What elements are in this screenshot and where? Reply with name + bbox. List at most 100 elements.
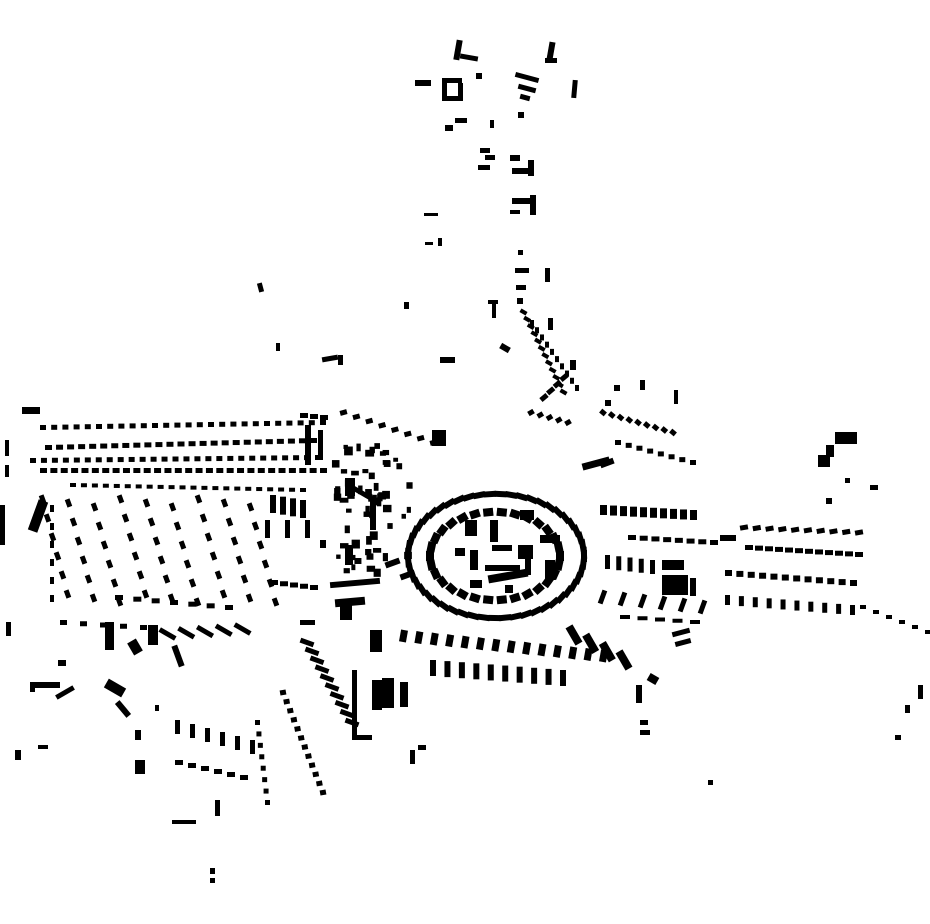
building <box>455 118 467 123</box>
building <box>188 441 196 447</box>
building <box>526 323 535 331</box>
building <box>351 564 356 571</box>
building <box>430 660 436 676</box>
building <box>366 553 374 560</box>
building <box>225 517 234 527</box>
building <box>62 457 69 463</box>
building <box>541 352 550 360</box>
building <box>95 457 102 463</box>
building <box>190 485 197 490</box>
building <box>305 753 312 760</box>
building <box>482 595 494 605</box>
building <box>535 327 539 334</box>
building <box>548 366 557 374</box>
building <box>131 551 140 561</box>
building <box>399 569 416 581</box>
building <box>133 468 141 473</box>
building <box>171 644 185 668</box>
building <box>829 528 838 535</box>
building <box>456 588 469 601</box>
building <box>460 635 470 649</box>
building <box>614 385 620 391</box>
building <box>188 763 196 768</box>
building <box>339 409 348 416</box>
building <box>442 96 462 101</box>
building <box>366 565 376 572</box>
building <box>745 545 753 550</box>
building <box>334 487 341 497</box>
building <box>147 517 156 527</box>
building <box>251 521 260 531</box>
building <box>640 380 645 390</box>
building <box>815 549 823 555</box>
building <box>362 469 369 474</box>
building <box>168 502 177 512</box>
building <box>545 413 554 422</box>
building <box>698 539 707 545</box>
building <box>256 540 265 550</box>
building <box>310 438 317 443</box>
building <box>671 627 691 638</box>
building <box>344 446 353 456</box>
building <box>765 525 774 532</box>
building <box>279 689 287 696</box>
building <box>276 343 280 351</box>
building <box>379 451 386 456</box>
building <box>845 478 850 483</box>
building <box>40 468 47 473</box>
building <box>264 421 270 426</box>
building <box>155 705 159 711</box>
building <box>226 468 234 473</box>
building <box>64 498 73 508</box>
building <box>835 550 843 556</box>
building <box>510 210 520 214</box>
building <box>519 308 528 316</box>
building <box>84 457 91 463</box>
building <box>396 463 403 470</box>
building <box>368 472 375 480</box>
building <box>112 468 120 473</box>
building <box>116 494 125 504</box>
building <box>241 421 248 427</box>
building <box>690 460 696 465</box>
building <box>164 468 172 473</box>
building <box>473 663 480 680</box>
building <box>725 570 732 576</box>
building <box>91 483 98 488</box>
building <box>382 678 394 708</box>
building <box>835 432 857 444</box>
building <box>406 506 411 513</box>
building <box>40 457 47 463</box>
building <box>235 555 244 565</box>
building <box>289 487 296 492</box>
building <box>208 422 214 427</box>
building <box>344 717 360 728</box>
building <box>339 497 349 503</box>
building <box>540 334 544 341</box>
building <box>129 423 136 429</box>
building <box>636 685 642 703</box>
building <box>512 168 532 174</box>
building <box>640 507 647 518</box>
building <box>73 457 80 463</box>
building <box>344 479 350 487</box>
building <box>393 457 399 462</box>
building <box>309 468 317 473</box>
building <box>850 580 857 586</box>
building <box>556 551 564 561</box>
building <box>319 789 327 796</box>
building <box>640 720 648 725</box>
building <box>290 582 298 588</box>
building <box>822 602 828 613</box>
building <box>278 468 286 473</box>
building <box>552 373 561 381</box>
building <box>15 750 21 760</box>
building <box>154 468 162 473</box>
building <box>245 593 254 603</box>
building <box>214 623 233 637</box>
building <box>234 486 241 491</box>
building <box>548 318 553 330</box>
building <box>314 664 330 674</box>
building <box>410 750 415 764</box>
building <box>128 456 135 462</box>
